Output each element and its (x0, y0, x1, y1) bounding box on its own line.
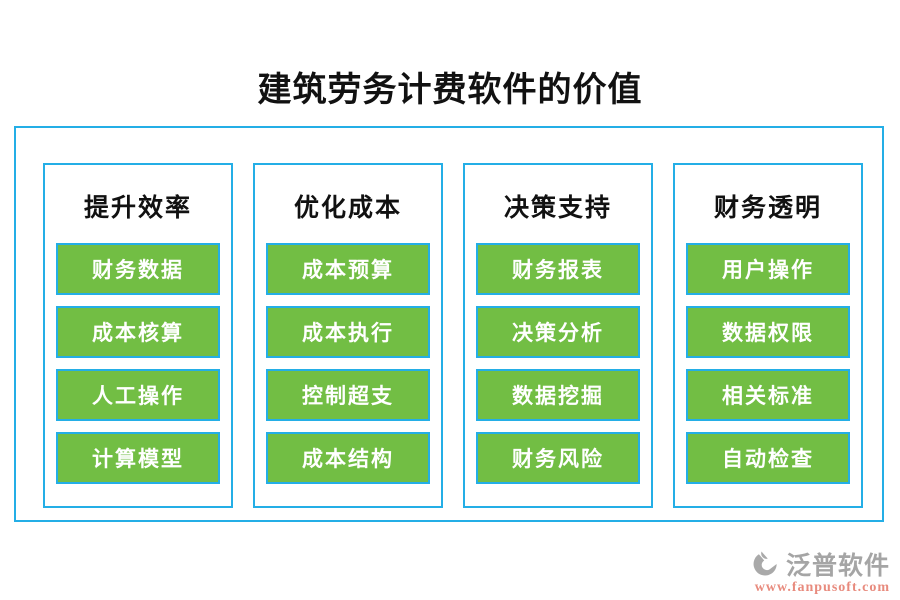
column-header: 提升效率 (83, 195, 192, 222)
page-title: 建筑劳务计费软件的价值 (257, 72, 643, 109)
value-item-button[interactable]: 成本结构 (266, 432, 430, 484)
column-header: 财务透明 (713, 195, 822, 222)
value-item-button[interactable]: 自动检查 (686, 432, 850, 484)
value-item-button[interactable]: 成本执行 (266, 306, 430, 358)
value-item-button[interactable]: 成本预算 (266, 243, 430, 295)
value-item-button[interactable]: 财务数据 (56, 243, 220, 295)
brand-website-link[interactable]: www.fanpusoft.com (754, 580, 890, 595)
value-item-button[interactable]: 相关标准 (686, 369, 850, 421)
value-item-button[interactable]: 决策分析 (476, 306, 640, 358)
column-cost: 优化成本 成本预算 成本执行 控制超支 成本结构 (253, 163, 443, 508)
value-item-button[interactable]: 数据权限 (686, 306, 850, 358)
column-transparency: 财务透明 用户操作 数据权限 相关标准 自动检查 (673, 163, 863, 508)
fanpu-swoosh-icon (750, 548, 782, 580)
brand-footer: 泛普软件 www.fanpusoft.com (750, 546, 890, 596)
brand-name: 泛普软件 (785, 553, 890, 580)
column-header: 优化成本 (293, 195, 402, 222)
value-item-button[interactable]: 成本核算 (56, 306, 220, 358)
column-decision: 决策支持 财务报表 决策分析 数据挖掘 财务风险 (463, 163, 653, 508)
column-header: 决策支持 (503, 195, 612, 222)
value-item-button[interactable]: 财务风险 (476, 432, 640, 484)
value-item-button[interactable]: 用户操作 (686, 243, 850, 295)
value-item-button[interactable]: 财务报表 (476, 243, 640, 295)
value-board: 提升效率 财务数据 成本核算 人工操作 计算模型 优化成本 成本预算 成本执行 … (14, 126, 884, 522)
value-item-button[interactable]: 人工操作 (56, 369, 220, 421)
column-efficiency: 提升效率 财务数据 成本核算 人工操作 计算模型 (43, 163, 233, 508)
value-item-button[interactable]: 控制超支 (266, 369, 430, 421)
value-item-button[interactable]: 计算模型 (56, 432, 220, 484)
value-item-button[interactable]: 数据挖掘 (476, 369, 640, 421)
